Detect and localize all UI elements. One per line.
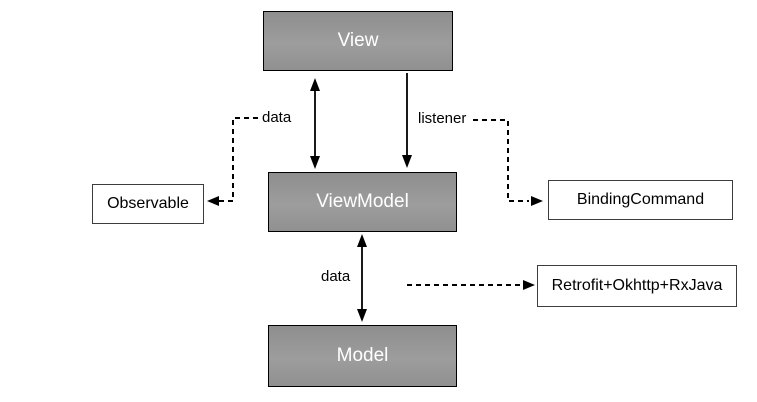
node-observable: Observable <box>92 184 204 224</box>
edge-viewmodel-model-data-arrow <box>357 234 367 322</box>
edge-view-viewmodel-listener-arrow <box>402 73 412 168</box>
node-view: View <box>263 11 453 71</box>
edge-view-viewmodel-data-arrow <box>310 78 320 169</box>
node-viewmodel: ViewModel <box>268 172 457 232</box>
node-retrofit: Retrofit+Okhttp+RxJava <box>537 265 737 307</box>
edge-label-data-viewmodel-model: data <box>321 268 351 285</box>
edge-label-data-view-viewmodel: data <box>262 109 292 126</box>
node-model: Model <box>268 325 457 387</box>
node-bindingcommand: BindingCommand <box>548 180 733 220</box>
edge-data-to-observable-dashed <box>207 117 258 206</box>
edge-label-listener: listener <box>418 110 467 127</box>
edge-listener-to-bindingcommand-dashed <box>473 119 543 206</box>
edge-model-to-retrofit-dashed <box>407 280 535 290</box>
